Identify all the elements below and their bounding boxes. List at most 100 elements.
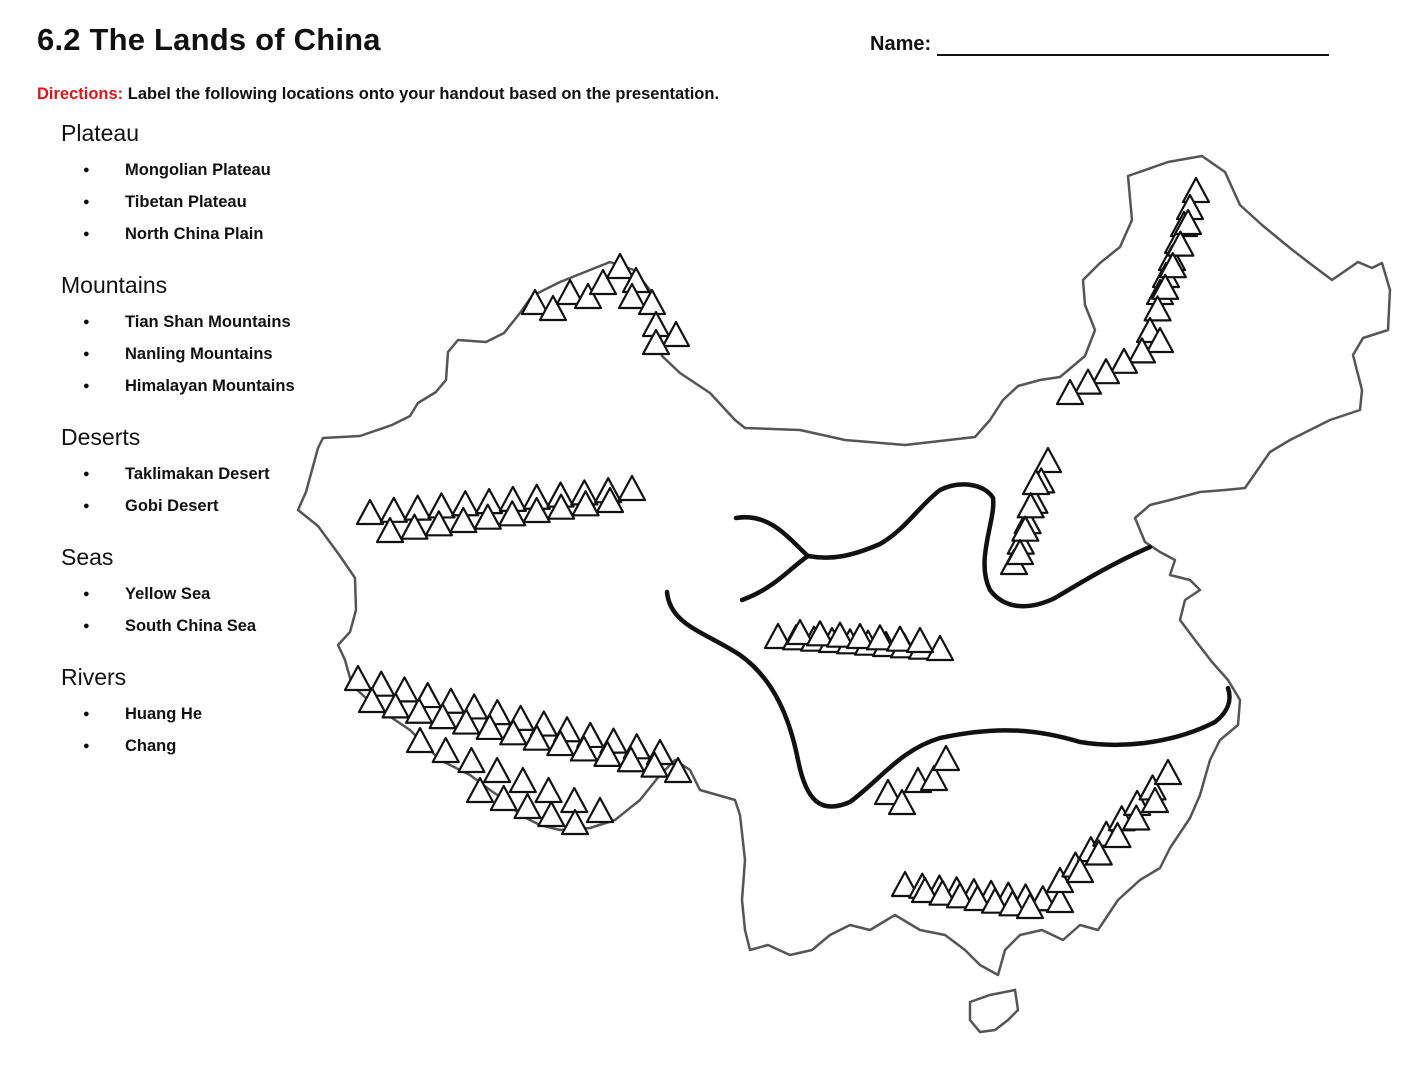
section-title: Deserts (61, 424, 141, 450)
hainan-island (968, 988, 1020, 1034)
mountain-symbols (343, 176, 1211, 920)
mountain-symbol (400, 513, 429, 540)
directions-text: Label the following locations onto your … (123, 85, 720, 103)
mountain-symbol (637, 288, 667, 316)
section-mountains: Mountains Tian Shan Mountains Nanling Mo… (61, 270, 295, 402)
mountain-symbol (560, 808, 590, 836)
mountain-symbol (617, 282, 647, 310)
section-title: Plateau (61, 120, 140, 146)
mountain-symbol (885, 625, 915, 652)
mountain-symbol (390, 676, 419, 703)
mountain-symbol (375, 516, 405, 544)
mountain-symbol (585, 796, 615, 824)
mountain-symbol (1127, 337, 1157, 364)
mountain-symbol (910, 876, 940, 904)
mountain-symbol (640, 751, 669, 778)
mountain-symbol (1143, 295, 1172, 322)
list-item: Chang (61, 730, 295, 762)
mountain-symbol (522, 496, 551, 524)
mountain-symbol (1153, 758, 1183, 786)
location-list: Plateau Mongolian Plateau Tibetan Platea… (61, 118, 295, 782)
mountain-symbol (403, 494, 432, 521)
mountain-symbol (617, 474, 647, 502)
mountain-symbol (1005, 538, 1035, 566)
name-field: Name: (870, 33, 1330, 56)
mountain-symbol (428, 703, 457, 730)
list-item: Mongolian Plateau (61, 154, 295, 186)
section-title: Seas (61, 544, 114, 570)
mountain-symbol (508, 766, 537, 794)
section-seas: Seas Yellow Sea South China Sea (61, 542, 295, 642)
mountain-symbol (498, 500, 527, 527)
mountain-symbol (593, 740, 622, 767)
mountain-symbol (457, 746, 486, 774)
mountain-symbol (452, 708, 481, 735)
mountain-symbol (522, 724, 551, 751)
mountain-symbol (513, 792, 542, 820)
mountain-symbol (763, 622, 793, 650)
mountain-symbol (483, 756, 512, 784)
mountain-symbol (663, 756, 693, 784)
mountain-symbol (825, 621, 855, 648)
mountain-symbol (963, 884, 992, 912)
mountain-symbol (1091, 358, 1121, 385)
mountain-symbol (1109, 347, 1139, 374)
mountain-symbol (534, 776, 563, 804)
mountain-symbol (925, 634, 955, 662)
mountain-symbol (1045, 866, 1075, 894)
mountain-symbol (1145, 326, 1175, 354)
mountain-symbol (537, 800, 566, 828)
list-item: Gobi Desert (61, 490, 295, 522)
chang-river (664, 589, 1232, 809)
mountain-symbol (1181, 176, 1211, 204)
mountain-symbol (1055, 378, 1085, 406)
mountain-symbol (571, 490, 600, 517)
mountain-symbol (785, 618, 815, 646)
mountain-symbol (865, 624, 895, 651)
list-item: Nanling Mountains (61, 338, 295, 370)
list-item: Taklimakan Desert (61, 458, 295, 490)
list-item: Himalayan Mountains (61, 370, 295, 402)
mountain-symbol (1011, 515, 1040, 542)
mountain-symbol (641, 328, 671, 356)
mountain-symbol (616, 746, 646, 773)
mountain-symbol (424, 510, 453, 537)
mountain-symbol (1015, 892, 1045, 920)
mountain-symbol (931, 744, 961, 772)
section-deserts: Deserts Taklimakan Desert Gobi Desert (61, 422, 295, 522)
mountain-symbol (1065, 856, 1095, 884)
mountain-symbol (355, 498, 385, 526)
mountain-symbol (404, 697, 434, 724)
mountain-symbol (1073, 368, 1103, 395)
mountain-symbol (555, 278, 585, 306)
list-item: Tian Shan Mountains (61, 306, 295, 338)
mountain-symbol (845, 622, 875, 650)
china-border (296, 154, 1392, 977)
mountain-symbol (1151, 273, 1180, 300)
name-blank-line[interactable] (937, 34, 1330, 56)
mountain-symbol (605, 252, 635, 280)
mountain-symbol (560, 786, 589, 814)
mountain-symbol (573, 282, 603, 310)
mountain-symbol (405, 726, 435, 754)
mountain-symbol (1103, 821, 1132, 849)
list-item: Yellow Sea (61, 578, 295, 610)
mountain-symbol (465, 776, 495, 804)
mountain-symbol (1016, 492, 1045, 519)
mountain-symbol (499, 719, 528, 746)
list-item: South China Sea (61, 610, 295, 642)
mountain-symbol (887, 788, 917, 816)
mountain-symbol (945, 882, 975, 909)
mountain-symbol (381, 692, 410, 719)
section-title: Rivers (61, 664, 127, 690)
name-label: Name: (870, 33, 932, 55)
list-item: North China Plain (61, 218, 295, 250)
mountain-symbol (547, 493, 576, 520)
directions-label: Directions: (37, 85, 124, 103)
mountain-symbol (431, 736, 460, 764)
mountain-symbol (873, 778, 903, 806)
mountain-symbol (1173, 208, 1203, 236)
section-plateau: Plateau Mongolian Plateau Tibetan Platea… (61, 118, 295, 250)
mountain-symbol (928, 879, 957, 906)
